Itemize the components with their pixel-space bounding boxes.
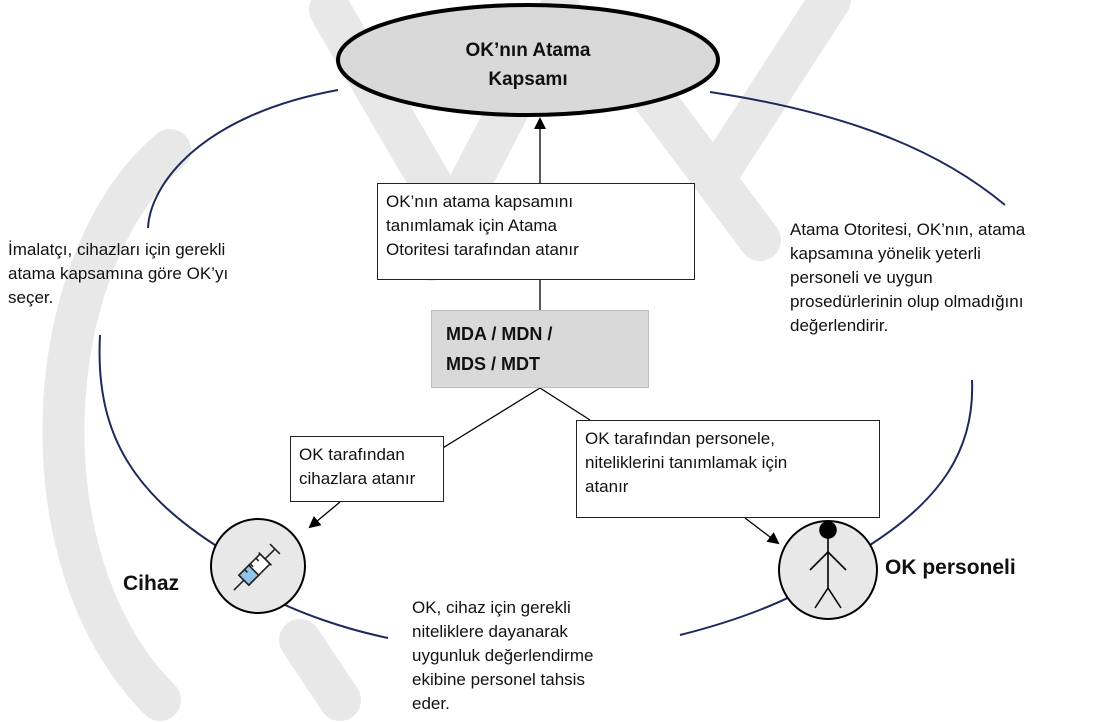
ring-arc-left <box>98 334 216 546</box>
ring-arc-top-left <box>147 89 339 229</box>
label-device: Cihaz <box>123 572 180 595</box>
ring-arc-top-right <box>709 91 1006 206</box>
text-designation-authority: Atama Otoritesi, OK’nın, atama kapsamına… <box>790 220 1026 335</box>
label-personnel: OK personeli <box>885 556 1016 579</box>
title-ellipse <box>336 3 720 117</box>
stick-figure-icon <box>809 521 847 609</box>
text-manufacturer: İmalatçı, cihazları için gerekli atama k… <box>8 240 229 307</box>
arrow-to-personnel <box>744 517 780 545</box>
ring-arc-right <box>869 379 974 546</box>
center-box-mda-mdn-mds-mdt: MDA / MDN / MDS / MDT <box>431 310 649 388</box>
device-node <box>210 518 306 614</box>
box-right-personnel: OK tarafından personele, niteliklerini t… <box>576 420 880 518</box>
text-personnel-allocation: OK, cihaz için gerekli niteliklere dayan… <box>412 598 594 713</box>
syringe-icon <box>233 543 281 591</box>
arrow-to-device <box>308 501 341 529</box>
box-left-device: OK tarafından cihazlara atanır <box>290 436 444 502</box>
line-center-to-right <box>539 387 591 421</box>
personnel-node <box>778 520 878 620</box>
box-top-scope: OK’nın atama kapsamını tanımlamak için A… <box>377 183 695 280</box>
title-label: OK’nın Atama Kapsamı <box>465 40 591 90</box>
